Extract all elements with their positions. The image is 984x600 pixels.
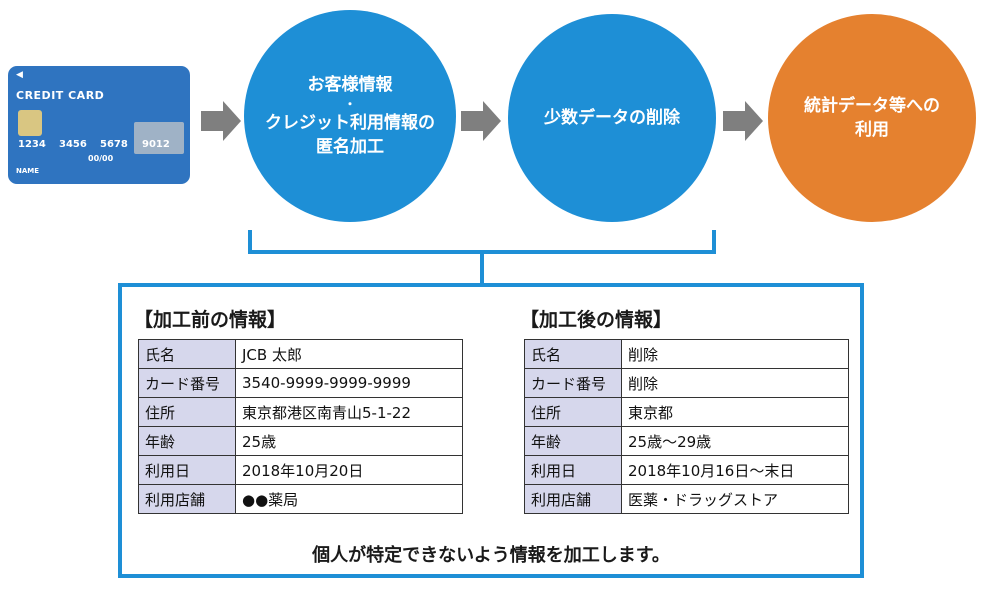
step-line: 統計データ等への	[804, 96, 940, 116]
step-line: 利用	[855, 120, 889, 140]
before-title: 【加工前の情報】	[134, 309, 287, 331]
bracket-connector-line	[480, 250, 484, 286]
row-label: 氏名	[524, 339, 622, 369]
step-line: 匿名加工	[316, 137, 384, 157]
row-value: 削除	[621, 368, 849, 398]
card-number-group: 3456	[59, 139, 87, 150]
row-value: 3540-9999-9999-9999	[235, 368, 463, 398]
row-value: 25歳～29歳	[621, 426, 849, 456]
bracket-left-line	[248, 230, 252, 254]
card-holder-name: NAME	[16, 167, 40, 175]
row-label: 年齢	[524, 426, 622, 456]
footer-note: 個人が特定できないよう情報を加工します。	[312, 545, 670, 566]
row-value: 25歳	[235, 426, 463, 456]
bracket-right-line	[712, 230, 716, 254]
arrow-right-icon	[461, 101, 501, 141]
row-label: 住所	[138, 397, 236, 427]
row-label: 住所	[524, 397, 622, 427]
row-value: 2018年10月16日～末日	[621, 455, 849, 485]
step-anonymize-circle: お客様情報 ・ クレジット利用情報の 匿名加工	[244, 10, 456, 222]
row-value: 医薬・ドラッグストア	[621, 484, 849, 514]
row-value: 東京都	[621, 397, 849, 427]
card-number-group: 5678	[100, 139, 128, 150]
step-line: 少数データの削除	[544, 108, 680, 128]
row-label: カード番号	[138, 368, 236, 398]
card-number-group: 9012	[142, 139, 170, 150]
row-label: 利用日	[138, 455, 236, 485]
card-triangle-icon: ◀	[16, 70, 23, 80]
step-line: ・	[343, 97, 356, 111]
after-title: 【加工後の情報】	[520, 309, 673, 331]
card-number-group: 1234	[18, 139, 46, 150]
arrow-right-icon	[723, 101, 763, 141]
row-value: JCB 太郎	[235, 339, 463, 369]
row-label: 利用店舗	[138, 484, 236, 514]
step-statistics-circle: 統計データ等への 利用	[768, 14, 976, 222]
row-label: カード番号	[524, 368, 622, 398]
table-row: 住所東京都港区南青山5-1-22	[138, 397, 463, 427]
arrow-right-icon	[201, 101, 241, 141]
step-line: お客様情報	[307, 75, 393, 95]
row-label: 利用日	[524, 455, 622, 485]
card-title: CREDIT CARD	[16, 89, 105, 102]
step-line: クレジット利用情報の	[265, 113, 435, 133]
card-chip-icon	[18, 110, 42, 136]
row-label: 利用店舗	[524, 484, 622, 514]
table-row: 氏名削除	[524, 339, 849, 369]
row-value: 削除	[621, 339, 849, 369]
table-row: カード番号削除	[524, 368, 849, 398]
table-row: 利用店舗医薬・ドラッグストア	[524, 484, 849, 514]
card-hologram	[134, 122, 184, 154]
row-value: 東京都港区南青山5-1-22	[235, 397, 463, 427]
row-label: 年齢	[138, 426, 236, 456]
card-expiry: 00/00	[88, 154, 114, 163]
row-value: ●●薬局	[235, 484, 463, 514]
row-label: 氏名	[138, 339, 236, 369]
credit-card-illustration: ◀ CREDIT CARD 1234 3456 5678 9012 00/00 …	[8, 66, 190, 184]
table-row: 利用店舗●●薬局	[138, 484, 463, 514]
row-value: 2018年10月20日	[235, 455, 463, 485]
table-row: 住所東京都	[524, 397, 849, 427]
step-remove-minority-circle: 少数データの削除	[508, 14, 716, 222]
